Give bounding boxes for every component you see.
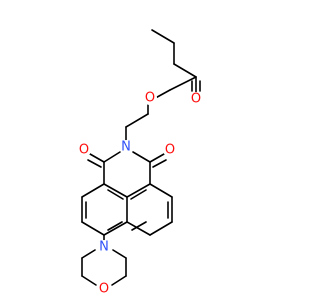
bond: [81, 183, 105, 198]
atom-label-morpholine-nitrogen: N: [97, 240, 111, 255]
atom-label-layer: O O N O O N O: [77, 91, 203, 297]
bond: [112, 249, 127, 259]
bond: [173, 63, 197, 78]
atom-imide-n-text: N: [121, 140, 131, 155]
atom-carbonyl-o-text: O: [191, 92, 201, 107]
atom-label-imide-oxygen-right: O: [163, 143, 177, 158]
bond: [126, 221, 151, 236]
bond: [152, 159, 167, 168]
bond: [103, 151, 121, 163]
structure-diagram: O O N O O N O: [77, 29, 203, 297]
atom-label-imide-nitrogen: N: [119, 140, 133, 155]
bond: [169, 76, 197, 91]
bond: [149, 153, 165, 163]
bond: [81, 249, 96, 259]
atom-ester-o-text: O: [145, 91, 155, 106]
bond: [126, 183, 151, 198]
atom-imide-o-right-text: O: [165, 143, 175, 158]
bond: [107, 221, 123, 231]
bond: [81, 275, 97, 286]
atom-imide-o-left-text: O: [79, 143, 89, 158]
bond: [130, 189, 147, 200]
atom-label-ester-oxygen: O: [143, 91, 157, 106]
atom-label-imide-oxygen-left: O: [77, 143, 91, 158]
atom-label-carbonyl-oxygen: O: [189, 92, 203, 107]
bond: [107, 189, 124, 200]
bond: [151, 29, 175, 44]
atom-morpholine-o-text: O: [99, 282, 109, 297]
bond: [103, 183, 128, 198]
bond: [111, 275, 127, 286]
bond: [81, 221, 105, 236]
bond-layer: [81, 29, 201, 286]
atom-morpholine-n-text: N: [99, 240, 109, 255]
bond: [131, 221, 147, 231]
atom-label-morpholine-oxygen: O: [97, 282, 111, 297]
bond: [132, 151, 151, 163]
bond: [103, 221, 128, 236]
bond: [89, 153, 105, 163]
bond: [125, 113, 149, 128]
bond: [149, 183, 173, 198]
bond: [87, 159, 102, 168]
bond: [149, 221, 173, 236]
